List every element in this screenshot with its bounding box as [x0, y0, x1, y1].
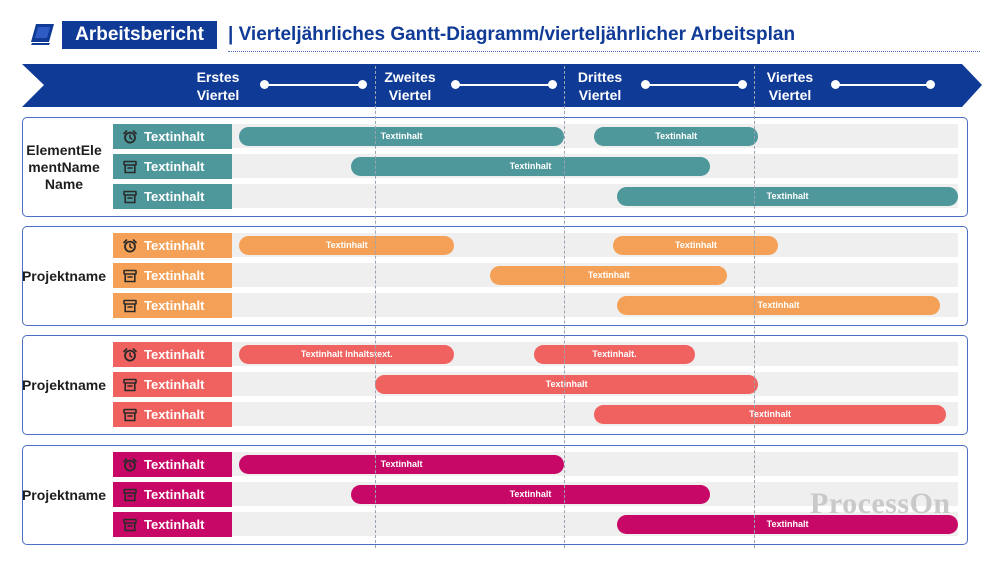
- gantt-bar[interactable]: Textinhalt: [350, 484, 711, 504]
- gantt-bar[interactable]: Textinhalt: [617, 514, 958, 534]
- row-label-text: Textinhalt: [144, 298, 205, 313]
- quarter-timeline-dot: [450, 80, 460, 89]
- row-label-tag: Textinhalt: [113, 512, 232, 537]
- row-label-text: Textinhalt: [144, 487, 205, 502]
- quarter-divider: [564, 66, 565, 548]
- archive-box-icon: [123, 488, 137, 501]
- quarter-timeline-dot: [830, 80, 840, 89]
- quarter-label-line1: Zweites: [384, 69, 436, 85]
- alarm-clock-icon: [123, 129, 137, 143]
- quarter-label-line1: Erstes: [196, 69, 240, 85]
- quarter-timeline-dot: [925, 80, 935, 89]
- gantt-bar[interactable]: Textinhalt: [375, 374, 759, 394]
- row-label-tag: Textinhalt: [113, 124, 232, 149]
- gantt-bar[interactable]: Textinhalt: [239, 454, 564, 474]
- row-label-text: Textinhalt: [144, 517, 205, 532]
- group-name: Projektname: [21, 486, 107, 503]
- quarter-label-line2: Viertel: [578, 87, 622, 103]
- archive-box-icon: [123, 160, 137, 173]
- quarter-timeline-dot: [547, 80, 557, 89]
- archive-box-icon: [123, 408, 137, 421]
- row-label-tag: Textinhalt: [113, 372, 232, 397]
- watermark-logo: ProcessOn: [810, 487, 951, 520]
- quarter-timeline-dot: [357, 80, 367, 89]
- project-group: [22, 117, 968, 217]
- quarter-timeline-line: [264, 84, 362, 86]
- gantt-bar[interactable]: Textinhalt: [239, 235, 455, 255]
- row-label-tag: Textinhalt: [113, 452, 232, 477]
- group-name: Projektname: [21, 267, 107, 284]
- alarm-clock-icon: [123, 238, 137, 252]
- row-label-tag: Textinhalt: [113, 263, 232, 288]
- header-divider: [228, 51, 980, 52]
- gantt-bar[interactable]: Textinhalt: [617, 186, 958, 206]
- quarter-label-line2: Viertel: [196, 87, 240, 103]
- row-label-text: Textinhalt: [144, 189, 205, 204]
- row-label-tag: Textinhalt: [113, 342, 232, 367]
- alarm-clock-icon: [123, 457, 137, 471]
- quarter-label-line2: Viertel: [388, 87, 432, 103]
- quarter-timeline-line: [835, 84, 930, 86]
- project-group: [22, 335, 968, 435]
- gantt-bar[interactable]: Textinhalt: [239, 126, 564, 146]
- row-label-text: Textinhalt: [144, 407, 205, 422]
- gantt-bar[interactable]: Textinhalt Inhaltstext.: [239, 344, 455, 364]
- gantt-bar[interactable]: Textinhalt.: [533, 344, 696, 364]
- quarter-timeline-line: [645, 84, 742, 86]
- gantt-bar[interactable]: Textinhalt: [613, 235, 779, 255]
- archive-box-icon: [123, 378, 137, 391]
- report-badge: Arbeitsbericht: [62, 21, 217, 49]
- project-group: [22, 226, 968, 326]
- group-name: ElementEle mentName Name: [26, 141, 102, 192]
- book-icon: [31, 24, 54, 45]
- gantt-bar[interactable]: Textinhalt: [617, 295, 940, 315]
- quarter-divider: [375, 66, 376, 548]
- alarm-clock-icon: [123, 347, 137, 361]
- row-label-tag: Textinhalt: [113, 482, 232, 507]
- row-label-text: Textinhalt: [144, 268, 205, 283]
- quarter-label-line1: Drittes: [577, 69, 623, 85]
- row-label-tag: Textinhalt: [113, 154, 232, 179]
- row-label-text: Textinhalt: [144, 129, 205, 144]
- gantt-bar[interactable]: Textinhalt: [594, 404, 946, 424]
- gantt-bar[interactable]: Textinhalt: [594, 126, 759, 146]
- row-label-tag: Textinhalt: [113, 293, 232, 318]
- row-label-text: Textinhalt: [144, 347, 205, 362]
- quarter-divider: [754, 66, 755, 548]
- quarter-timeline-dot: [259, 80, 269, 89]
- gantt-bar[interactable]: Textinhalt: [490, 265, 728, 285]
- quarter-label-line2: Viertel: [768, 87, 812, 103]
- quarter-timeline-dot: [640, 80, 650, 89]
- row-label-text: Textinhalt: [144, 238, 205, 253]
- archive-box-icon: [123, 190, 137, 203]
- quarter-timeline-dot: [737, 80, 747, 89]
- archive-box-icon: [123, 269, 137, 282]
- archive-box-icon: [123, 299, 137, 312]
- row-label-tag: Textinhalt: [113, 184, 232, 209]
- row-label-text: Textinhalt: [144, 377, 205, 392]
- archive-box-icon: [123, 518, 137, 531]
- group-name: Projektname: [21, 376, 107, 393]
- gantt-bar[interactable]: Textinhalt: [350, 156, 711, 176]
- row-label-text: Textinhalt: [144, 159, 205, 174]
- project-group: [22, 445, 968, 545]
- quarter-label-line1: Viertes: [766, 69, 814, 85]
- row-label-text: Textinhalt: [144, 457, 205, 472]
- row-label-tag: Textinhalt: [113, 402, 232, 427]
- page-title: | Vierteljährliches Gantt-Diagramm/viert…: [228, 24, 796, 45]
- row-label-tag: Textinhalt: [113, 233, 232, 258]
- quarter-timeline-line: [455, 84, 552, 86]
